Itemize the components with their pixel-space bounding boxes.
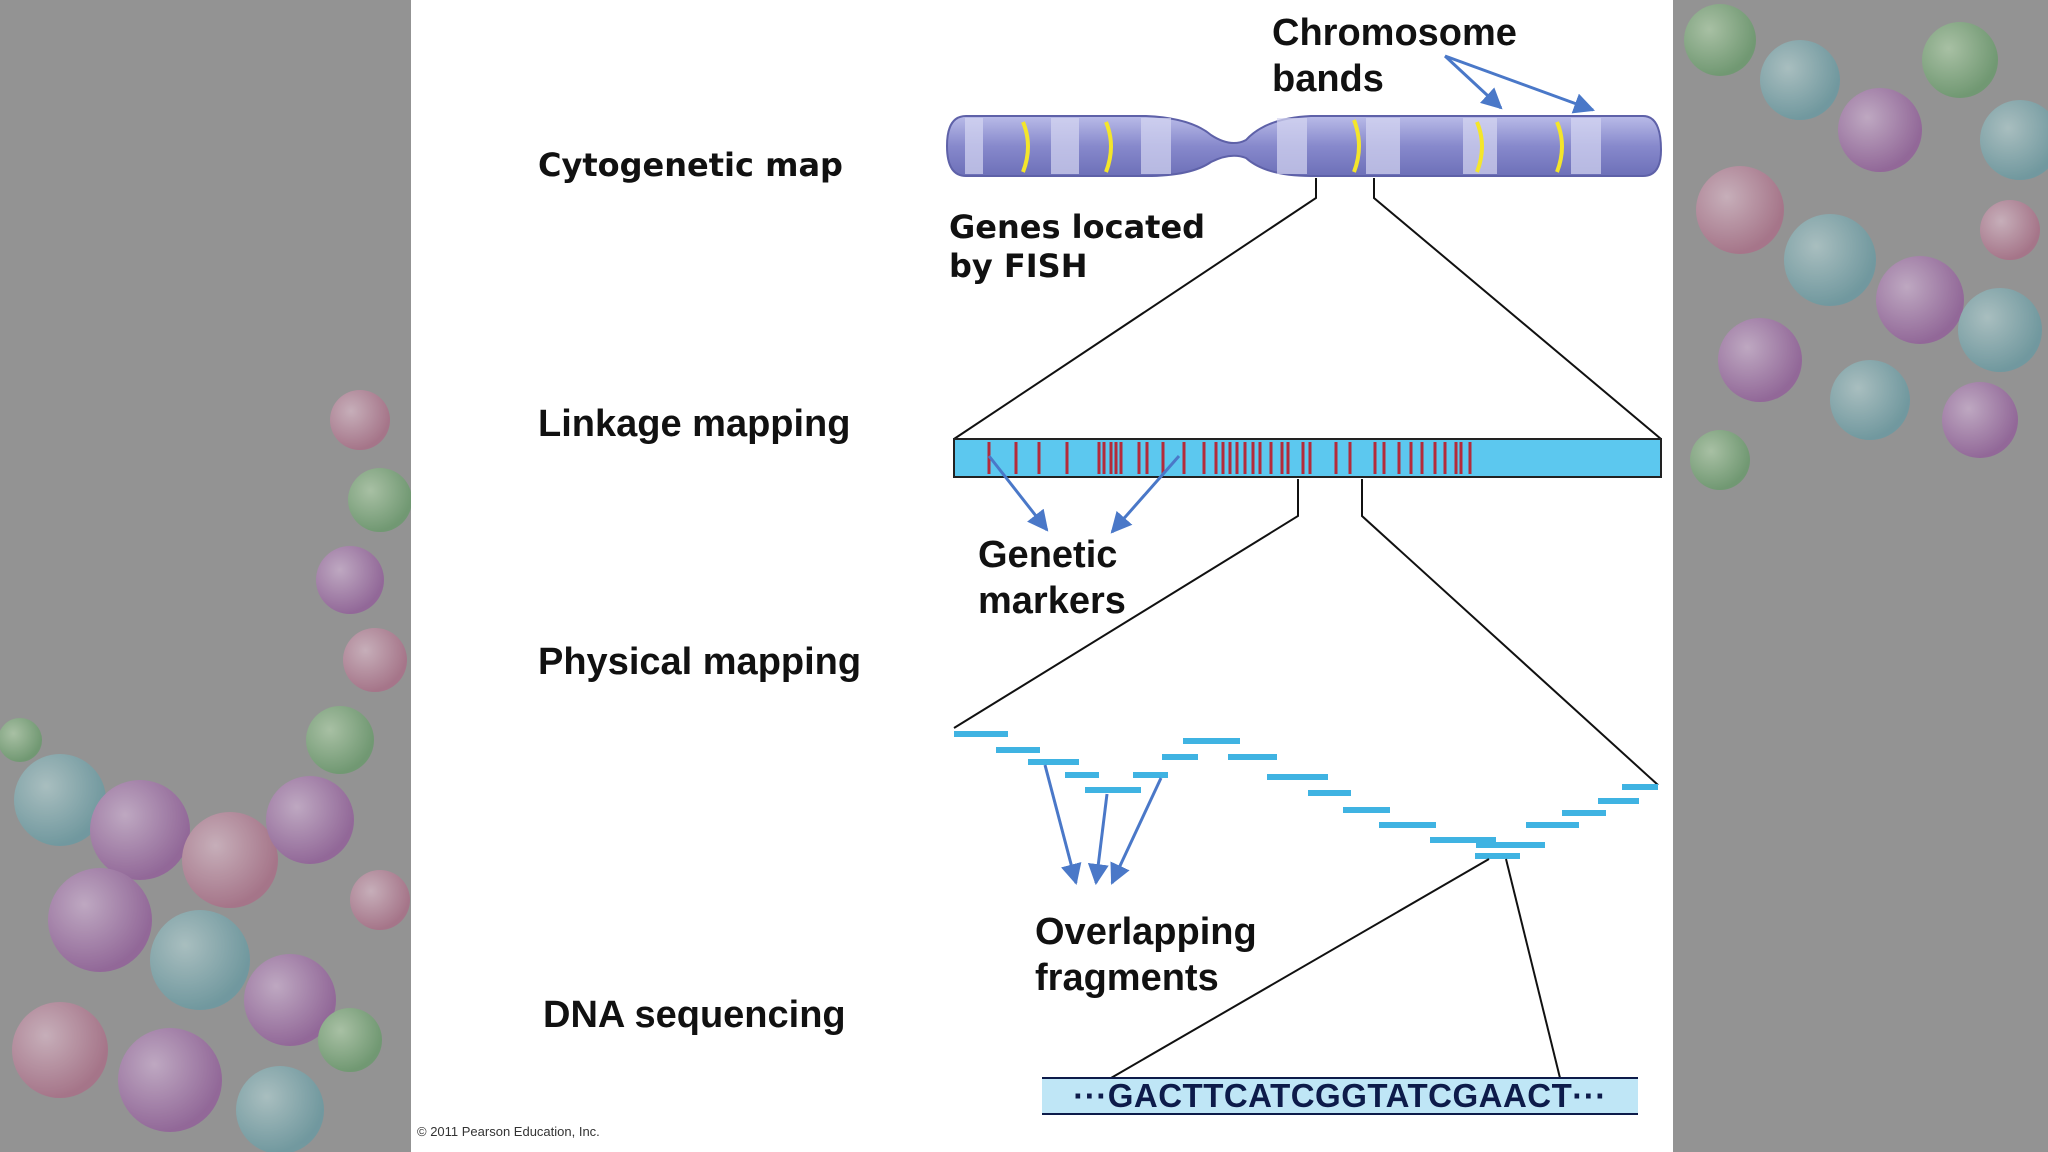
- zoom-line-left-1: [953, 178, 1317, 440]
- linkage-bar: [953, 438, 1662, 478]
- overlapping-fragments: [954, 731, 1658, 859]
- dna-sequence-text: ···GACTTCATCGGTATCGAACT···: [1073, 1077, 1607, 1114]
- marker-arrow-1: [987, 455, 1049, 532]
- yellow-band: [1475, 121, 1484, 173]
- fragment-arrow-2: [1087, 793, 1109, 886]
- zoom-line-right-3: [1505, 858, 1561, 1079]
- marker-arrow-2: [1110, 455, 1181, 534]
- stage-label-sequencing: DNA sequencing: [543, 994, 846, 1036]
- yellow-band: [1104, 121, 1113, 173]
- fragment-arrow-1: [1043, 764, 1082, 886]
- yellow-band: [1021, 121, 1030, 173]
- zoom-line-left-3: [1110, 858, 1490, 1079]
- zoom-line-right-1: [1373, 178, 1662, 440]
- callout-line: markers: [978, 580, 1126, 623]
- linkage-markers: [987, 442, 1472, 474]
- stage-label-cytogenetic: Cytogenetic map: [538, 146, 843, 184]
- light-band: [1571, 118, 1601, 174]
- zoom-line-right-2: [1361, 479, 1659, 786]
- yellow-band: [1555, 121, 1564, 173]
- callout-line: Genetic: [978, 534, 1118, 576]
- chromosome-yellow-bands: [1021, 119, 1564, 173]
- stage-label-physical: Physical mapping: [538, 641, 862, 683]
- callout-chromosome-bands: Chromosome bands: [1272, 10, 1517, 103]
- callout-genetic-markers: Genetic markers: [978, 532, 1126, 625]
- stage-label-linkage: Linkage mapping: [538, 403, 851, 445]
- copyright-notice: © 2011 Pearson Education, Inc.: [417, 1124, 600, 1139]
- light-band: [965, 118, 983, 174]
- callout-line: by FISH: [949, 247, 1088, 286]
- slide: Cytogenetic map Linkage mapping Physical…: [411, 0, 1673, 1152]
- chromosome: [945, 115, 1663, 177]
- bands-arrow-2: [1444, 54, 1595, 114]
- bands-arrow-1: [1443, 54, 1503, 110]
- light-band: [1141, 118, 1171, 174]
- callout-line: fragments: [1035, 957, 1219, 1000]
- sequence-bar: [1042, 1078, 1638, 1114]
- light-band: [1277, 118, 1307, 174]
- callout-genes-fish: Genes located by FISH: [949, 208, 1205, 286]
- callout-line: bands: [1272, 58, 1384, 101]
- zoom-line-left-2: [953, 479, 1299, 729]
- callout-line: Overlapping: [1035, 911, 1257, 953]
- fragment-arrow-3: [1110, 777, 1163, 885]
- light-band: [1051, 118, 1079, 174]
- callout-overlapping-fragments: Overlapping fragments: [1035, 909, 1257, 1002]
- light-band: [1366, 118, 1400, 174]
- callout-line: Genes located: [949, 208, 1206, 246]
- callout-line: Chromosome: [1272, 12, 1517, 54]
- yellow-band: [1352, 119, 1361, 173]
- genome-mapping-diagram: [945, 54, 1663, 1115]
